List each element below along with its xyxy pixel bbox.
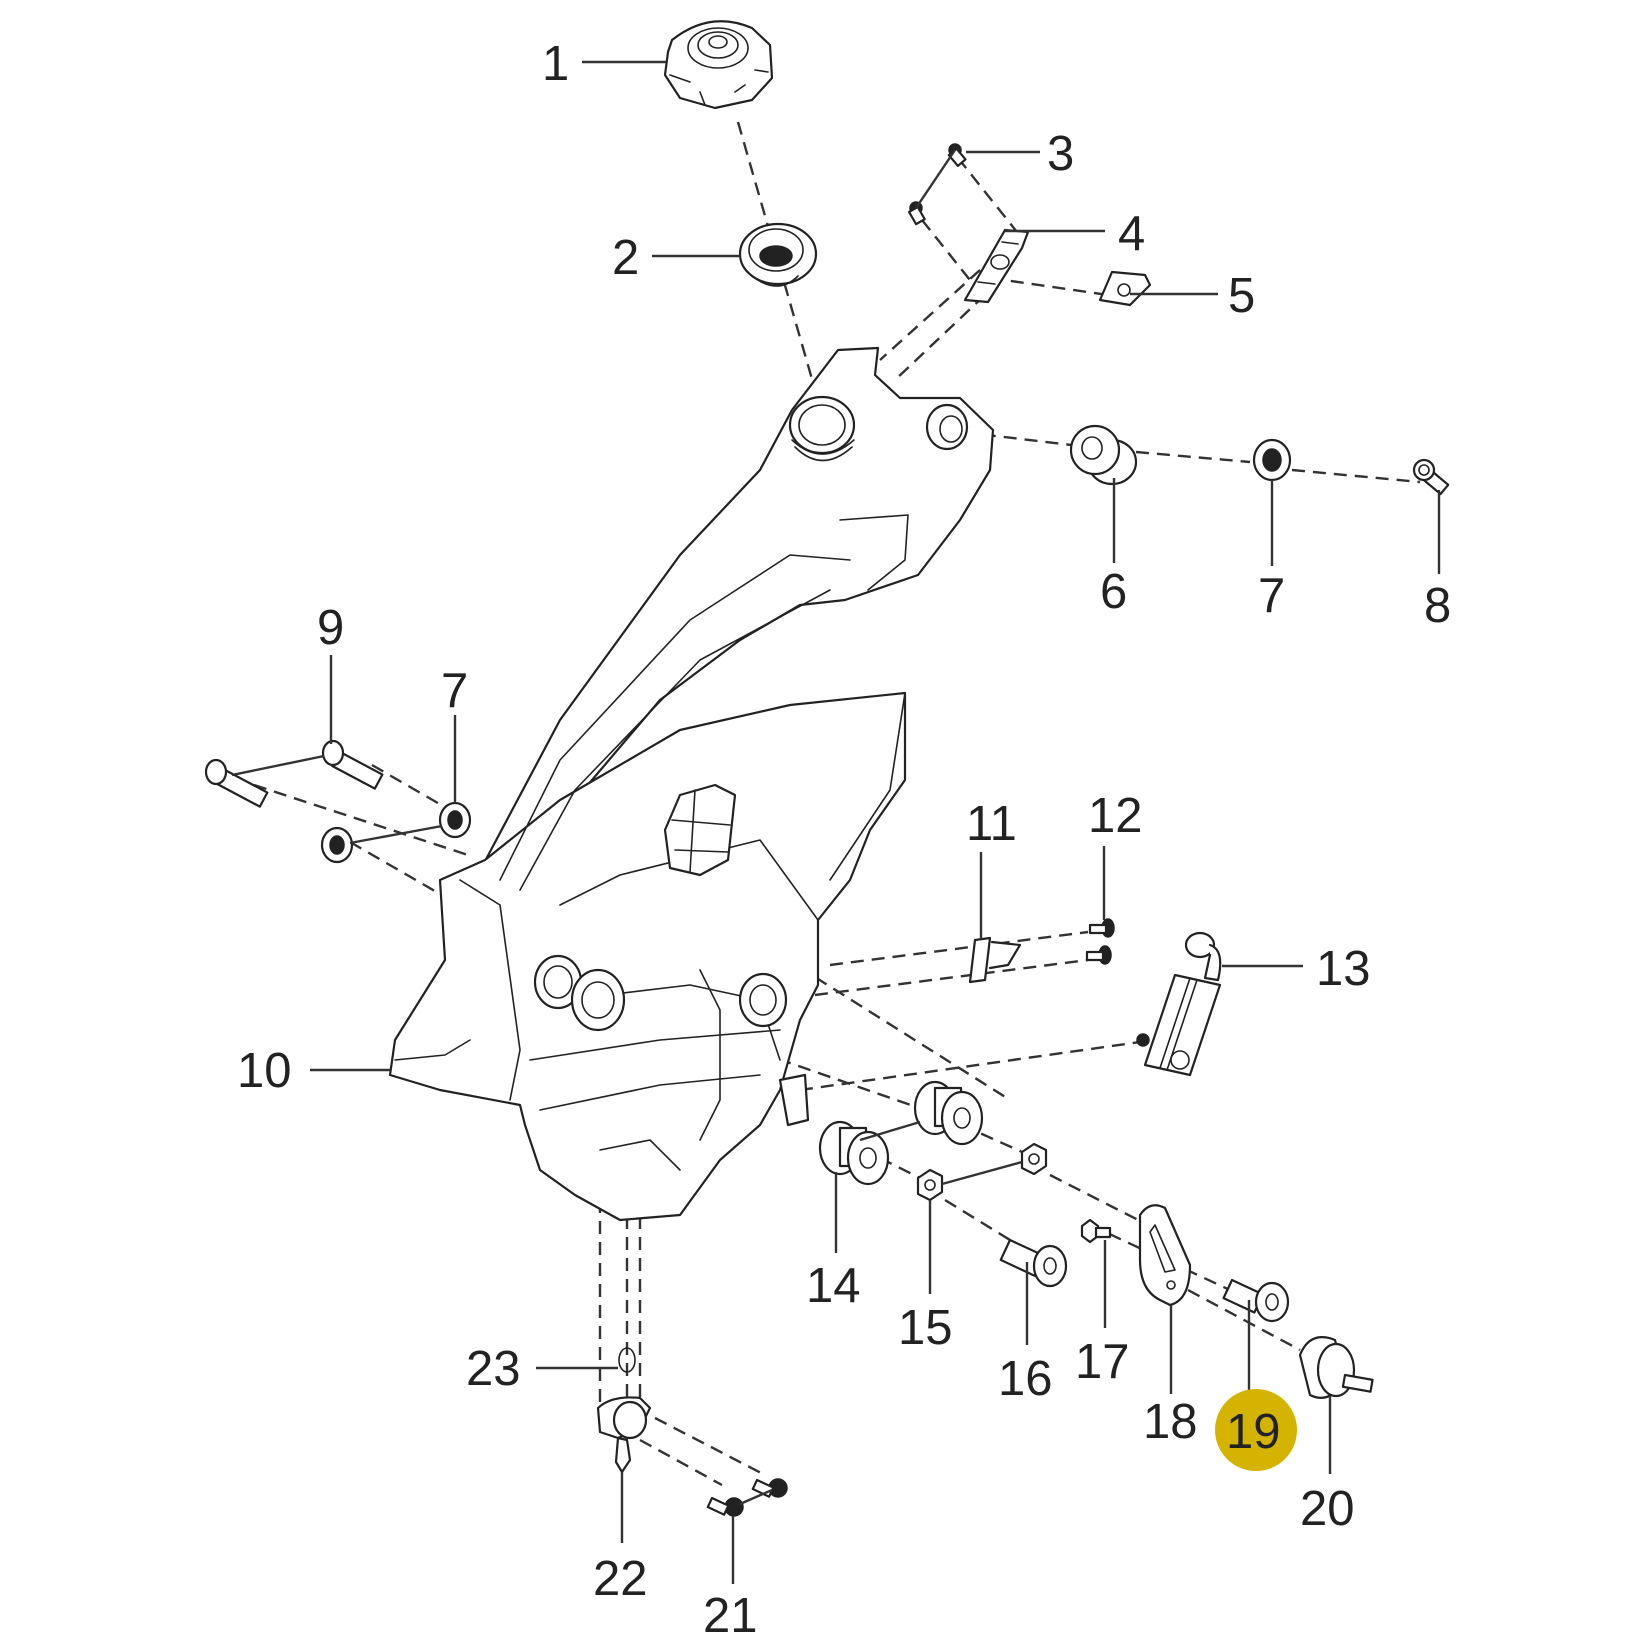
callout-2[interactable]: 2 — [612, 231, 639, 285]
highlight-badge — [1215, 1389, 1297, 1471]
callout-21[interactable]: 21 — [703, 1589, 758, 1643]
hex-nuts[interactable] — [916, 1142, 1048, 1202]
callout-numbers: 1 2 3 4 5 6 7 8 9 7 10 11 12 13 14 15 16… — [237, 37, 1451, 1643]
callout-12[interactable]: 12 — [1088, 789, 1143, 843]
spacer-bolt[interactable] — [1222, 1278, 1290, 1323]
callout-17[interactable]: 17 — [1075, 1335, 1130, 1389]
callout-15[interactable]: 15 — [898, 1301, 953, 1355]
callout-1[interactable]: 1 — [542, 37, 569, 91]
fuel-cap[interactable] — [663, 20, 774, 110]
callout-8[interactable]: 8 — [1424, 579, 1451, 633]
spacer-bushings[interactable] — [818, 1080, 984, 1186]
callout-13[interactable]: 13 — [1316, 942, 1371, 996]
callout-9[interactable]: 9 — [317, 601, 344, 655]
mounting-bracket[interactable] — [963, 228, 1030, 304]
bracket-plate[interactable] — [1138, 1204, 1192, 1307]
callout-4[interactable]: 4 — [1118, 207, 1145, 261]
callout-22[interactable]: 22 — [593, 1552, 648, 1606]
clip-nut[interactable] — [1098, 270, 1152, 307]
callout-leaders — [310, 60, 1441, 1584]
washers-lower-left[interactable] — [320, 801, 472, 864]
callout-19-highlighted[interactable]: 19 — [1215, 1389, 1297, 1471]
small-flange-bolt[interactable] — [1080, 1218, 1112, 1244]
callout-7-upper[interactable]: 7 — [1258, 569, 1285, 623]
long-bolts[interactable] — [204, 739, 384, 808]
callout-19[interactable]: 19 — [1226, 1405, 1281, 1459]
socket-bolt-upper[interactable] — [1412, 458, 1450, 496]
hose-clip[interactable] — [968, 936, 1022, 984]
rubber-mount[interactable] — [1298, 1336, 1374, 1399]
fuel-fitting[interactable] — [596, 1396, 652, 1474]
small-screws[interactable] — [1085, 918, 1115, 965]
callout-16[interactable]: 16 — [998, 1352, 1053, 1406]
washer-upper[interactable] — [1252, 438, 1292, 482]
shoulder-bolt[interactable] — [999, 1238, 1068, 1288]
filler-seal[interactable] — [738, 222, 818, 287]
callout-23[interactable]: 23 — [466, 1342, 521, 1396]
rubber-grommet[interactable] — [1069, 424, 1138, 486]
callout-3[interactable]: 3 — [1047, 127, 1074, 181]
callout-5[interactable]: 5 — [1228, 269, 1255, 323]
callout-11[interactable]: 11 — [966, 797, 1017, 851]
fuel-tank-body[interactable] — [388, 346, 995, 1222]
callout-18[interactable]: 18 — [1143, 1395, 1198, 1449]
rollover-valve[interactable] — [1136, 931, 1222, 1077]
callout-14[interactable]: 14 — [806, 1259, 861, 1313]
callout-10[interactable]: 10 — [237, 1044, 292, 1098]
small-bolts[interactable] — [907, 143, 967, 226]
callout-20[interactable]: 20 — [1300, 1482, 1355, 1536]
callout-6[interactable]: 6 — [1100, 565, 1127, 619]
o-ring[interactable] — [618, 1347, 636, 1373]
callout-7-lower[interactable]: 7 — [441, 664, 468, 718]
flange-bolts[interactable] — [706, 1478, 788, 1517]
